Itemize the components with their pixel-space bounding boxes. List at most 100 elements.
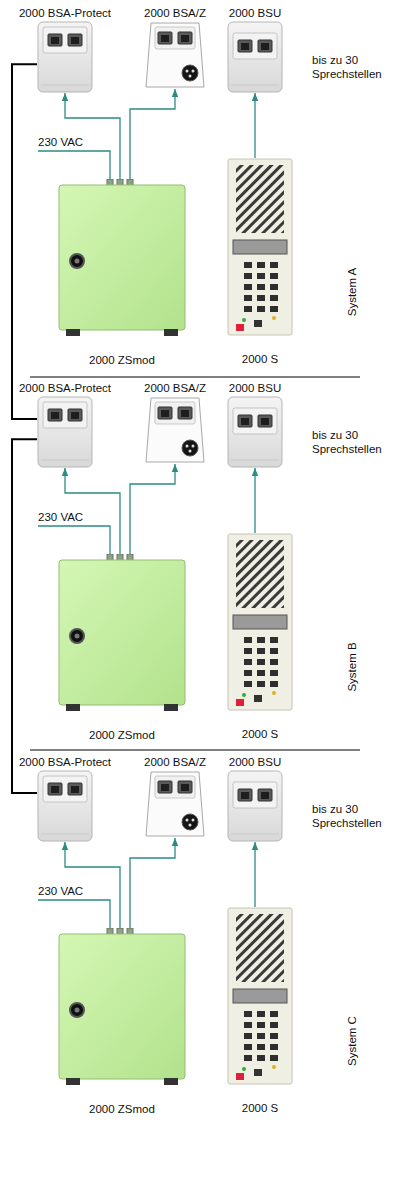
key-lock-core: [75, 259, 80, 264]
jack-pin: [186, 445, 189, 448]
rj45-opening: [261, 792, 269, 799]
rj45-port: [178, 32, 192, 44]
cabinet-body: [59, 185, 185, 330]
rj45-opening: [161, 784, 169, 791]
signal-arrow: [254, 842, 255, 907]
socket-panel: [43, 402, 87, 428]
rj45-port: [68, 783, 82, 795]
socket-housing: [38, 22, 92, 92]
housing-edge: [41, 85, 89, 86]
bsa-z-socket: 2000 BSA/Z: [142, 754, 209, 838]
jack-pin: [189, 450, 192, 453]
central-unit: 2000 ZSmod: [58, 554, 186, 743]
key-lock: [70, 1003, 84, 1017]
station-note: bis zu 30 Sprechstellen: [312, 802, 390, 830]
device-name: 2000 ZSmod: [58, 727, 186, 743]
key-button: [270, 284, 278, 290]
rj45-port: [158, 407, 172, 419]
jack-pin: [192, 445, 195, 448]
key-button: [244, 681, 252, 687]
key-button: [270, 306, 278, 312]
key-button: [270, 659, 278, 665]
signal-arrow: [130, 89, 175, 179]
key-button: [257, 295, 265, 301]
system-label: System A: [345, 268, 359, 317]
mains-wire: [38, 526, 110, 554]
key-button: [257, 1011, 265, 1017]
key-button: [244, 295, 252, 301]
key-button: [270, 1044, 278, 1050]
display: [233, 240, 287, 254]
rj45-opening: [51, 786, 59, 793]
device-name: 2000 BSU: [227, 380, 284, 396]
bsu-socket-drawing: [227, 396, 283, 468]
protect-socket: 2000 BSA-Protect: [17, 5, 114, 93]
rj45-port: [258, 415, 272, 427]
cabinet-foot: [66, 1078, 80, 1085]
system-label: System C: [345, 1016, 359, 1066]
key-button: [257, 306, 265, 312]
rj45-opening: [261, 418, 269, 425]
bsa-z-socket: 2000 BSA/Z: [142, 380, 209, 464]
housing-edge: [231, 85, 279, 86]
bsa-z-socket-drawing: [145, 770, 205, 838]
key-button: [244, 1022, 252, 1028]
bsa-z-socket-drawing: [145, 396, 205, 464]
key-button: [257, 1044, 265, 1050]
station-note: bis zu 30 Sprechstellen: [312, 428, 390, 456]
key-button: [257, 284, 265, 290]
bsu-socket: 2000 BSU: [227, 380, 284, 468]
socket-panel: [233, 408, 277, 434]
jack-pin: [189, 75, 192, 78]
separator-line: [30, 377, 360, 378]
status-led: [242, 693, 246, 697]
device-name: 2000 BSA-Protect: [17, 754, 114, 770]
round-jack: [182, 65, 198, 81]
key-button: [244, 637, 252, 643]
key-button: [270, 1033, 278, 1039]
central-unit: 2000 ZSmod: [58, 928, 186, 1117]
round-jack: [182, 814, 198, 830]
call-button: [236, 699, 244, 706]
rj45-port: [48, 783, 62, 795]
cabinet-foot: [164, 329, 178, 336]
device-name: 2000 ZSmod: [58, 1101, 186, 1117]
system-label: System B: [345, 642, 359, 691]
socket-housing: [146, 398, 204, 462]
rj45-opening: [71, 412, 79, 419]
intercom-station-drawing: [227, 907, 293, 1085]
housing-edge: [41, 460, 89, 461]
key-button: [257, 659, 265, 665]
bsa-z-socket-drawing: [145, 21, 205, 89]
key-button: [270, 1011, 278, 1017]
key-lock: [70, 254, 84, 268]
display: [233, 989, 287, 1003]
station-housing: [228, 159, 292, 335]
separator-line: [30, 750, 360, 751]
bsu-socket-drawing: [227, 21, 283, 93]
jack-pin: [186, 819, 189, 822]
status-led: [272, 691, 276, 695]
signal-arrow: [254, 468, 255, 533]
bsu-socket-drawing: [227, 770, 283, 842]
device-name: 2000 BSA/Z: [142, 380, 209, 396]
rj45-port: [238, 40, 252, 52]
key-button: [244, 1055, 252, 1061]
jack-pin: [189, 824, 192, 827]
device-name: 2000 BSA-Protect: [17, 380, 114, 396]
talk-button: [254, 695, 262, 702]
device-name: 2000 BSA-Protect: [17, 5, 114, 21]
key-button: [270, 648, 278, 654]
bsu-socket: 2000 BSU: [227, 754, 284, 842]
rj45-port: [158, 32, 172, 44]
intercom-station: 2000 S: [227, 533, 293, 742]
intercom-station-drawing: [227, 533, 293, 711]
housing-edge: [231, 834, 279, 835]
key-button: [270, 670, 278, 676]
key-button: [270, 1055, 278, 1061]
rj45-port: [48, 34, 62, 46]
rj45-opening: [51, 412, 59, 419]
rj45-port: [238, 789, 252, 801]
voltage-label: 230 VAC: [38, 135, 83, 149]
